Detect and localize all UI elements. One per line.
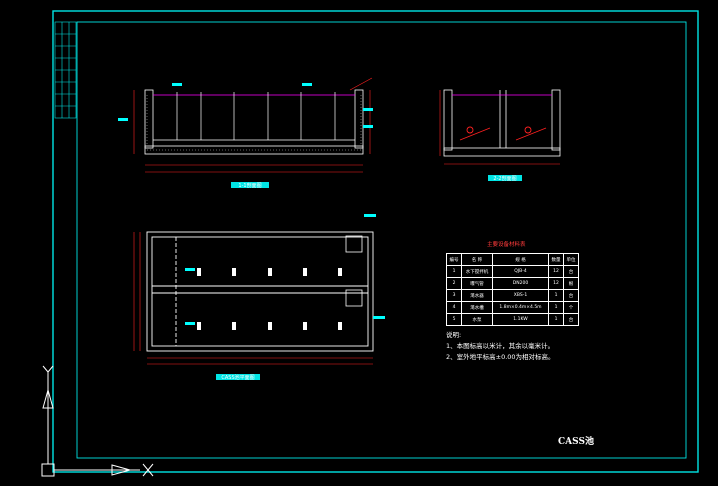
- materials-cell: 1.8m×0.4m×4.5m: [492, 301, 549, 314]
- materials-cell: 5: [446, 313, 462, 326]
- section-1-1-view: 1-1剖面图: [118, 77, 373, 189]
- materials-cell: 水下搅拌机: [461, 265, 493, 278]
- plan-label: CASS池平面图: [221, 374, 254, 381]
- section-2-2-view: 2-2剖面图: [439, 89, 561, 182]
- drawing-frame: [52, 10, 699, 473]
- materials-cell: 1: [548, 301, 564, 314]
- materials-cell: 台: [563, 289, 579, 302]
- materials-cell: 滗水槽: [461, 301, 493, 314]
- materials-row: 5 水泵 1.1KW 1 台: [446, 313, 579, 326]
- section-2-2-label: 2-2剖面图: [493, 175, 516, 182]
- plan-dimension-lines: [133, 232, 373, 365]
- materials-header-cell: 规 格: [492, 253, 549, 266]
- plan-label-box: [216, 374, 260, 380]
- materials-cell: 台: [563, 265, 579, 278]
- note-item: 2、室外地平标高±0.00为相对标高。: [446, 353, 555, 361]
- materials-cell: 1: [446, 265, 462, 278]
- ucs-icon: [41, 365, 154, 477]
- materials-cell: 3: [446, 289, 462, 302]
- plan-view: CASS池平面图: [133, 214, 385, 381]
- materials-cell: 4: [446, 301, 462, 314]
- materials-cell: DN200: [492, 277, 549, 290]
- materials-cell: 滗水器: [461, 289, 493, 302]
- materials-cell: 1: [548, 313, 564, 326]
- materials-header-cell: 名 称: [461, 253, 493, 266]
- materials-caption: 主要设备材料表: [487, 242, 526, 248]
- section-1-1-diffusers: [176, 92, 336, 140]
- materials-table: 编号 名 称 规 格 数量 单位 1 水下搅拌机 QJB-4 12 台 2 曝气…: [446, 253, 579, 326]
- revision-strip: [54, 21, 77, 119]
- materials-cell: 水泵: [461, 313, 493, 326]
- plan-annotations: [185, 214, 385, 325]
- materials-cell: QJB-4: [492, 265, 549, 278]
- drawing-title: CASS池: [558, 437, 594, 447]
- materials-header-cell: 单位: [563, 253, 579, 266]
- plan-mixers: [197, 268, 342, 330]
- materials-cell: 1: [548, 289, 564, 302]
- section-1-1-tank: [144, 89, 364, 155]
- section-2-2-dimension-lines: [439, 90, 560, 165]
- materials-header-cell: 编号: [446, 253, 462, 266]
- materials-cell: 根: [563, 277, 579, 290]
- materials-row: 2 曝气管 DN200 12 根: [446, 277, 579, 290]
- section-2-2-equipment: [459, 126, 547, 141]
- notes-heading: 说明:: [446, 331, 462, 339]
- materials-row: 4 滗水槽 1.8m×0.4m×4.5m 1 个: [446, 301, 579, 314]
- section-1-1-fill-hatch: [146, 95, 362, 151]
- materials-cell: 曝气管: [461, 277, 493, 290]
- materials-header-cell: 数量: [548, 253, 564, 266]
- section-1-1-elevation-tags: [118, 83, 373, 128]
- section-2-2-label-box: [488, 175, 522, 181]
- plan-tank-outline: [146, 231, 374, 352]
- materials-row: 1 水下搅拌机 QJB-4 12 台: [446, 265, 579, 278]
- materials-cell: 12: [548, 277, 564, 290]
- note-item: 1、本图标高以米计，其余以毫米计。: [446, 342, 555, 350]
- section-2-2-tank: [443, 89, 561, 157]
- materials-cell: 个: [563, 301, 579, 314]
- materials-cell: 台: [563, 313, 579, 326]
- materials-cell: 2: [446, 277, 462, 290]
- materials-row: 3 滗水器 XBS-1 1 台: [446, 289, 579, 302]
- section-1-1-label: 1-1剖面图: [238, 182, 261, 189]
- materials-cell: 1.1KW: [492, 313, 549, 326]
- section-1-1-dimension-lines: [133, 77, 373, 173]
- materials-cell: XBS-1: [492, 289, 549, 302]
- section-1-1-label-box: [231, 182, 269, 188]
- plan-decanters: [345, 235, 363, 307]
- general-notes: 说明: 1、本图标高以米计，其余以毫米计。 2、室外地平标高±0.00为相对标高…: [446, 330, 555, 363]
- materials-header-row: 编号 名 称 规 格 数量 单位: [446, 253, 579, 266]
- materials-cell: 12: [548, 265, 564, 278]
